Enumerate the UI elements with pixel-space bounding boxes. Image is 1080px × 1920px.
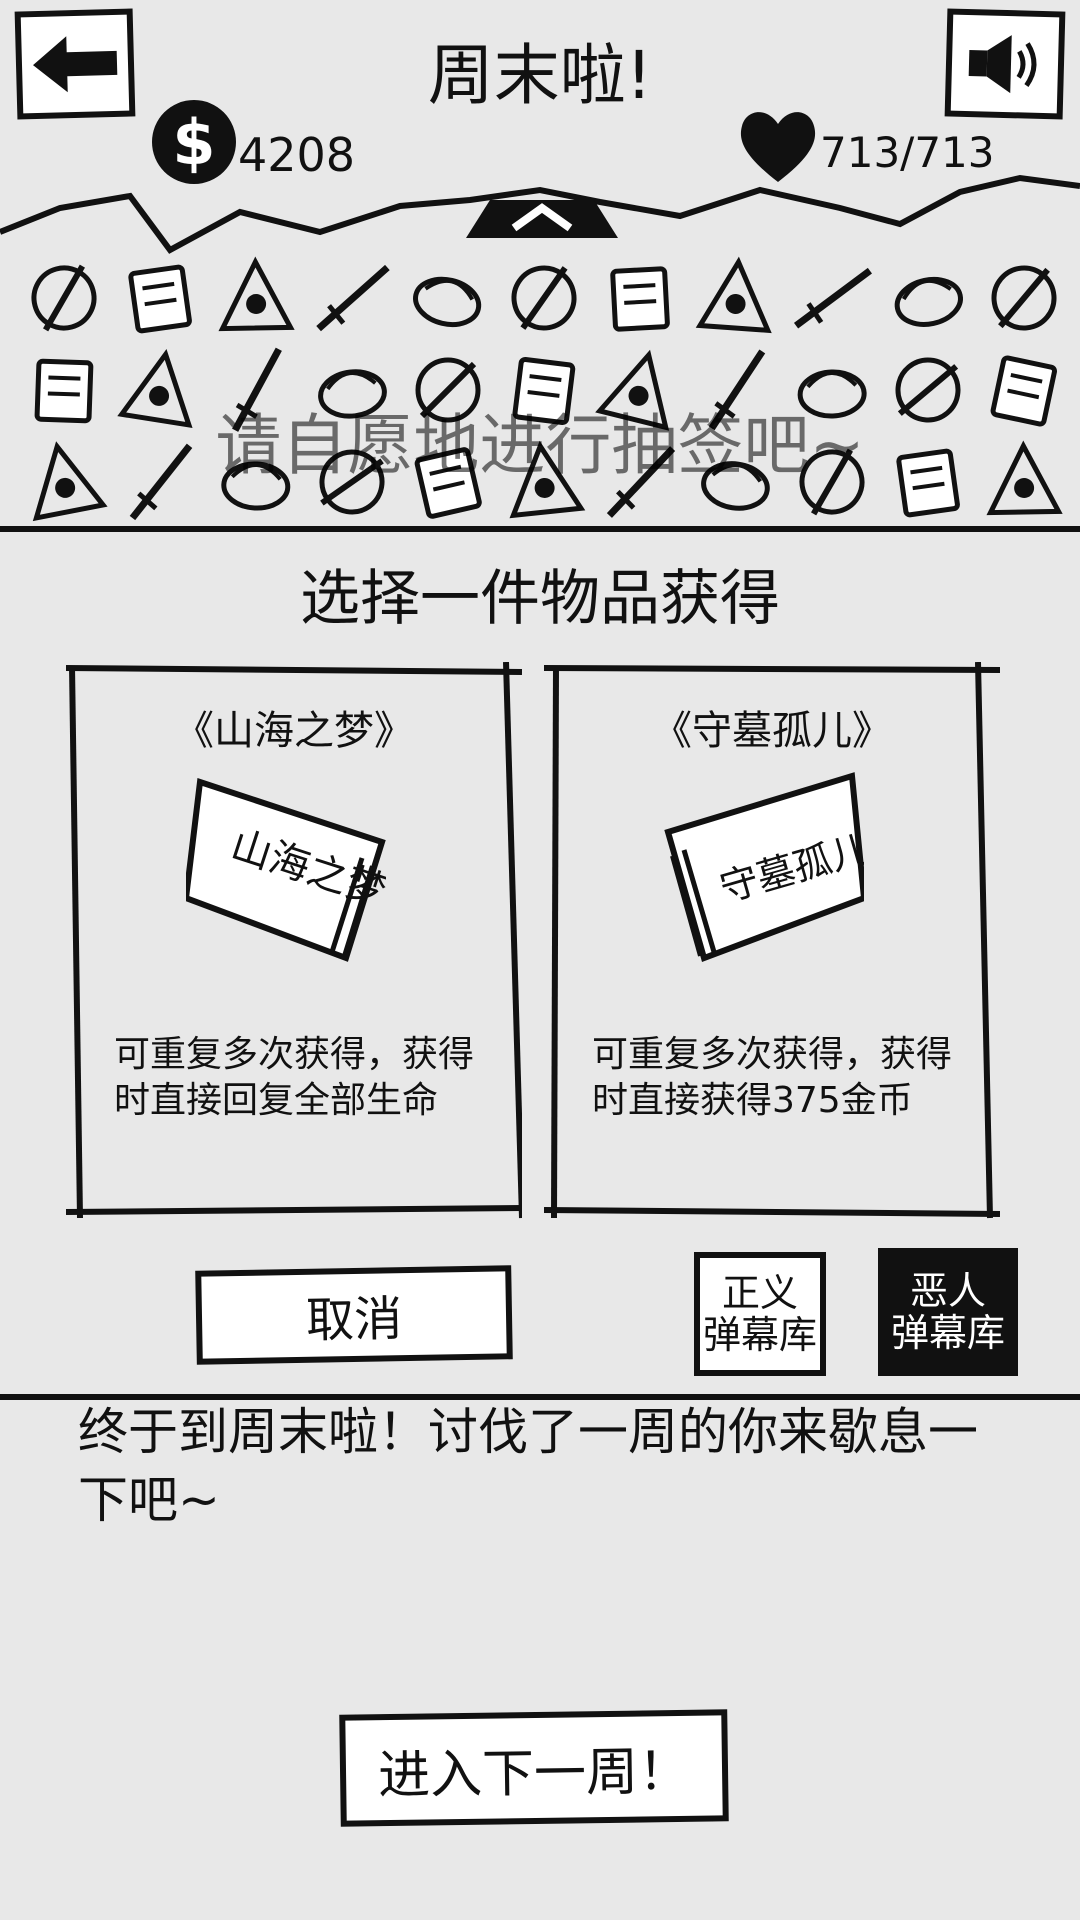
sound-button[interactable] bbox=[944, 8, 1066, 120]
heart-icon bbox=[740, 112, 816, 182]
justice-label-1: 正义 bbox=[721, 1271, 798, 1315]
sword-icon bbox=[500, 346, 588, 434]
divider-top bbox=[0, 526, 1080, 532]
winged-sword-icon bbox=[308, 254, 396, 342]
cabinet-icon bbox=[404, 346, 492, 434]
bowl-icon bbox=[212, 438, 300, 526]
card-description: 可重复多次获得，获得时直接回复全部生命 bbox=[114, 1034, 475, 1121]
card-frame bbox=[66, 662, 522, 1219]
page-title: 周末啦! bbox=[427, 37, 653, 114]
justice-danmaku-button[interactable]: 正义 弹幕库 bbox=[694, 1252, 826, 1376]
justice-label-2: 弹幕库 bbox=[702, 1313, 817, 1357]
horizon-line bbox=[0, 174, 1080, 254]
pillar-icon bbox=[308, 346, 396, 434]
hp-count: 713/713 bbox=[820, 128, 995, 177]
item-card-2[interactable]: 《守墓孤儿》 守墓孤儿 可重复多次获得，获得时直接获得375金币 bbox=[544, 662, 1000, 1222]
choose-title: 选择一件物品获得 bbox=[300, 564, 780, 634]
villain-danmaku-button[interactable]: 恶人 弹幕库 bbox=[878, 1248, 1018, 1376]
bat-blade-icon bbox=[500, 254, 588, 342]
collapse-toggle[interactable] bbox=[466, 178, 618, 240]
next-week-button[interactable]: 进入下一周！ bbox=[339, 1709, 729, 1827]
cancel-button[interactable]: 取消 bbox=[195, 1265, 513, 1365]
robot-icon bbox=[500, 438, 588, 526]
shirt-icon bbox=[596, 438, 684, 526]
divider-bottom bbox=[0, 1394, 1080, 1400]
hang-sign-icon bbox=[20, 438, 108, 526]
claw-icon bbox=[692, 346, 780, 434]
card-frame bbox=[544, 662, 1000, 1219]
ring-icon bbox=[20, 346, 108, 434]
fish-icon bbox=[212, 346, 300, 434]
glove-icon bbox=[20, 254, 108, 342]
coin-count: 4208 bbox=[238, 128, 356, 182]
ribbon-icon bbox=[308, 438, 396, 526]
item-grid bbox=[0, 242, 1080, 528]
tree-icon bbox=[788, 438, 876, 526]
grid-overlay-text: 请自愿地进行抽签吧~ bbox=[215, 407, 865, 484]
card-name: 《山海之梦》 bbox=[174, 708, 414, 754]
villain-label-2: 弹幕库 bbox=[890, 1311, 1005, 1355]
book-icon: 山海之梦 bbox=[186, 778, 386, 962]
item-card-1[interactable]: 《山海之梦》 山海之梦 可重复多次获得，获得时直接回复全部生命 bbox=[66, 662, 522, 1222]
paper-icon bbox=[788, 254, 876, 342]
card-description: 可重复多次获得，获得时直接获得375金币 bbox=[592, 1034, 953, 1121]
chevron-up-icon bbox=[466, 200, 618, 238]
daggers-icon bbox=[404, 254, 492, 342]
rice-bowl-icon bbox=[980, 254, 1068, 342]
rifle-icon bbox=[884, 254, 972, 342]
pendant-icon bbox=[980, 346, 1068, 434]
arrow-left-icon bbox=[33, 36, 118, 93]
fish-icon bbox=[404, 438, 492, 526]
scroll-icon bbox=[116, 346, 204, 434]
katana-icon bbox=[884, 438, 972, 526]
glasses-icon bbox=[980, 438, 1068, 526]
message-text: 终于到周末啦！讨伐了一周的你来歇息一下吧~ bbox=[78, 1403, 978, 1529]
book-icon bbox=[596, 254, 684, 342]
bird-blade-icon bbox=[116, 254, 204, 342]
villain-label-1: 恶人 bbox=[909, 1269, 986, 1313]
monster-icon bbox=[595, 346, 684, 434]
coin-icon: $ bbox=[152, 100, 236, 184]
knife-icon bbox=[212, 254, 300, 342]
keyboard-icon bbox=[788, 346, 876, 434]
back-button[interactable] bbox=[14, 8, 136, 120]
ball-icon bbox=[884, 346, 972, 434]
speaker-icon bbox=[968, 35, 1037, 94]
skewer-icon bbox=[116, 438, 204, 526]
scroll-icon bbox=[692, 254, 780, 342]
card-name: 《守墓孤儿》 bbox=[652, 708, 892, 754]
cup-icon bbox=[692, 438, 780, 526]
book-icon: 守墓孤儿 bbox=[664, 772, 864, 962]
